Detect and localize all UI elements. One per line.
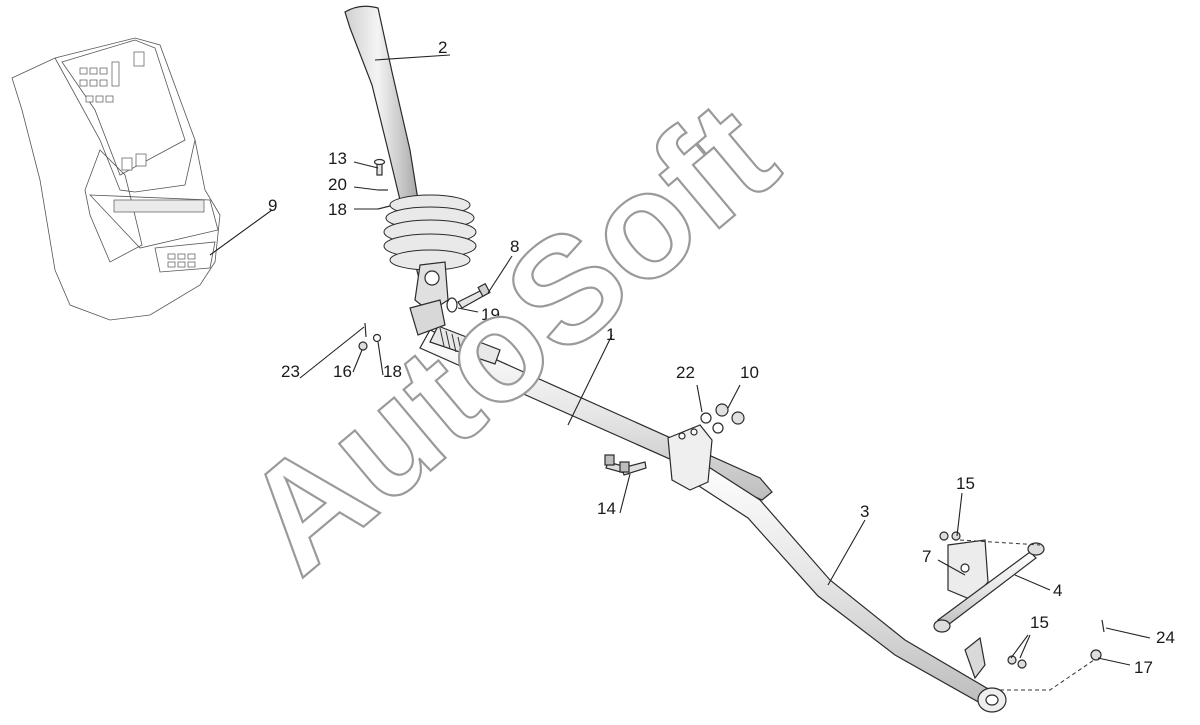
callout-24: 24 [1156,628,1175,647]
nuts-10-22 [700,403,745,434]
shift-boot [383,194,477,271]
callout-20: 20 [328,175,347,194]
rod-spring [439,327,475,360]
callout-4: 4 [1053,581,1062,600]
nut-16 [358,341,368,351]
callout-1: 1 [606,325,615,344]
dashboard-console [11,37,221,321]
callout-22: 22 [676,363,695,382]
console-switch-block [79,51,205,268]
pin-23 [364,322,367,338]
callout-23: 23 [281,362,300,381]
clip-18-top [377,205,391,210]
leader-lines [209,54,1151,666]
nuts-15-lower [1007,655,1027,669]
callout-3: 3 [860,502,869,521]
watermark: AutoSoft [213,69,806,605]
washer-18 [372,333,382,343]
lever-pivot [409,261,449,336]
callout-18-top: 18 [328,200,347,219]
lower-shift-rod [681,454,991,705]
rod-clamp [667,424,713,491]
callout-19: 19 [481,305,500,324]
callout-9: 9 [268,196,277,215]
callout-10: 10 [740,363,759,382]
callout-14: 14 [597,499,616,518]
callout-17: 17 [1134,658,1153,677]
callout-2: 2 [438,38,447,57]
bolts-14 [604,454,647,476]
callout-7: 7 [922,547,931,566]
nut-17 [1090,649,1102,661]
link-rod-4 [933,542,1045,633]
washer-19 [446,297,458,313]
nuts-15-upper [939,531,961,541]
bolt-8 [457,282,491,309]
callout-15-upper: 15 [956,474,975,493]
pin-24 [1101,619,1105,633]
callout-18-bottom: 18 [383,362,402,381]
callouts: 1 2 3 4 7 8 9 10 13 14 15 15 16 17 18 18… [268,38,1175,677]
pin-13 [373,158,386,176]
callout-13: 13 [328,149,347,168]
callout-8: 8 [510,237,519,256]
rod-end-eye [964,636,1007,713]
callout-16: 16 [333,362,352,381]
callout-15-lower: 15 [1030,613,1049,632]
